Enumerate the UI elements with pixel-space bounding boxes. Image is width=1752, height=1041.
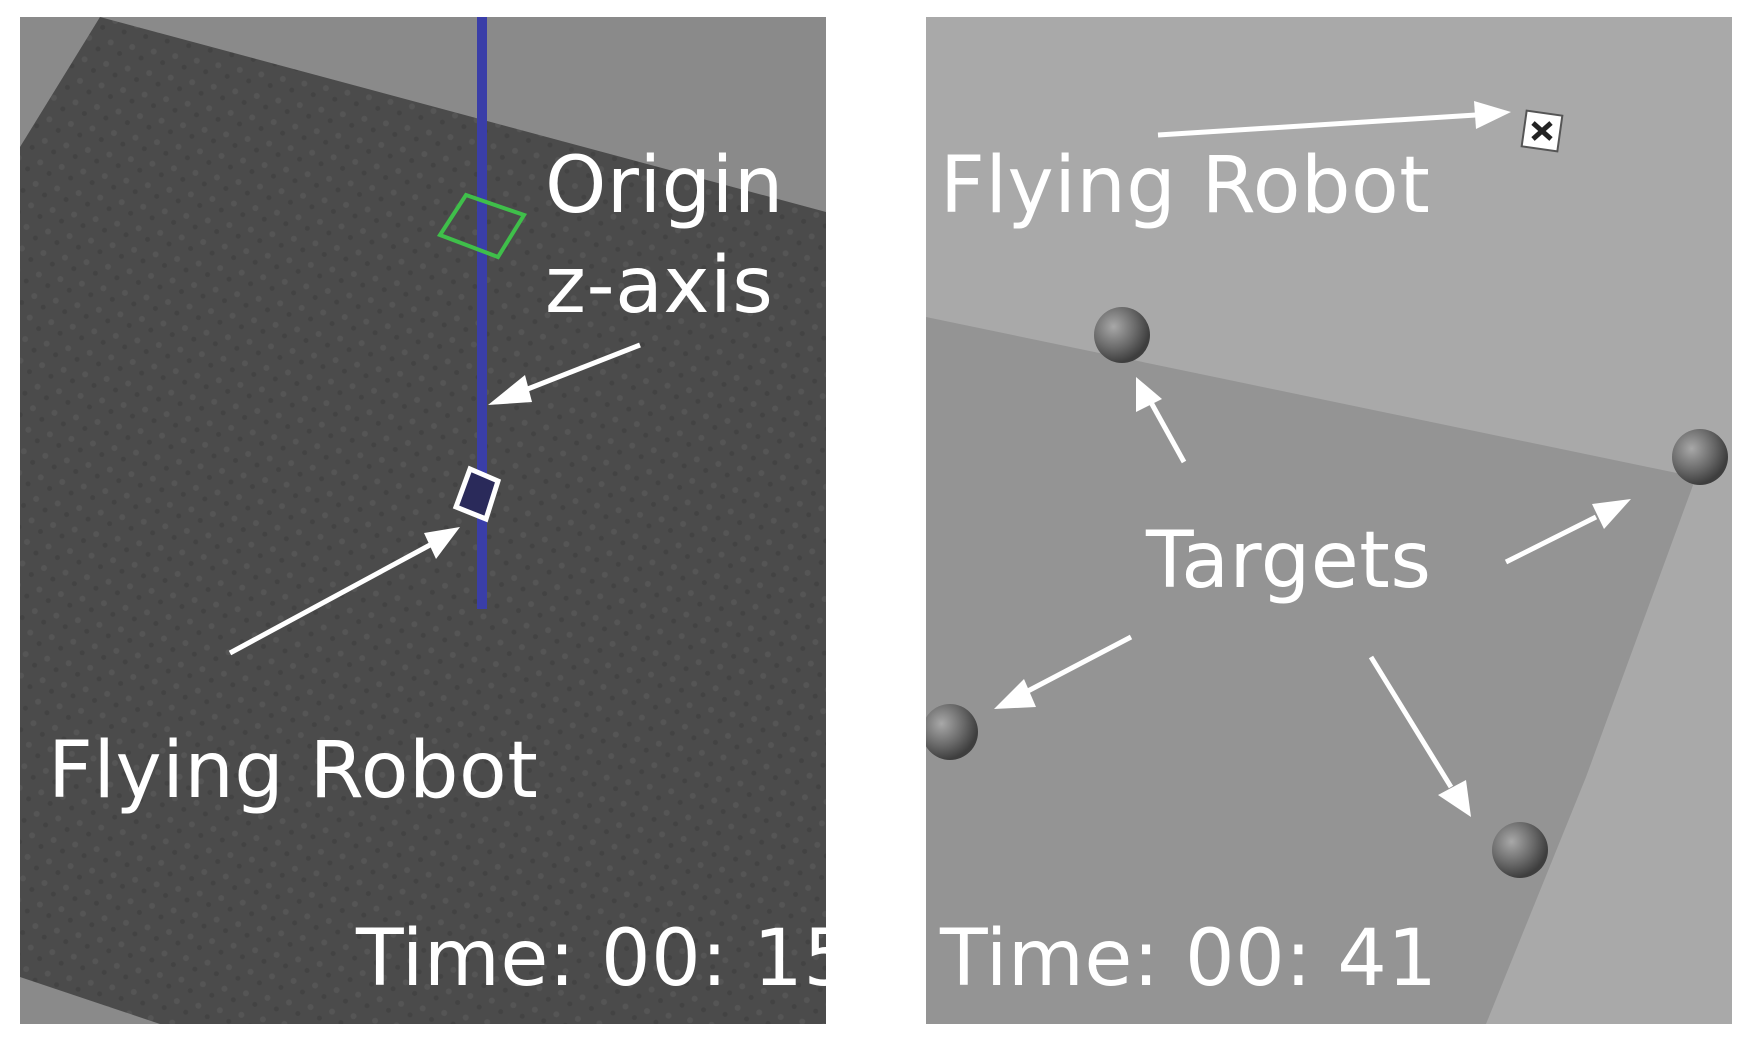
time-label: Time: 00: 15 <box>356 914 826 1004</box>
target-sphere <box>1094 307 1150 363</box>
arrow-to-target <box>1136 377 1187 464</box>
z-axis-label: z-axis <box>545 241 774 331</box>
target-sphere <box>926 704 978 760</box>
arrow-to-flying-robot <box>228 527 460 656</box>
arrow-to-target <box>994 634 1133 709</box>
targets-label: Targets <box>1146 516 1432 606</box>
flying-robot-marker <box>1520 109 1564 153</box>
origin-label: Origin <box>545 141 784 231</box>
ground-plane <box>20 17 826 1024</box>
arrow-to-z-axis <box>488 342 641 405</box>
target-sphere <box>1672 429 1728 485</box>
right-scene <box>926 101 1728 1024</box>
right-simulation-view: Flying Robot Targets Time: 00: 41 <box>926 17 1732 1024</box>
left-scene <box>20 17 826 1024</box>
arrow-to-target <box>1504 499 1631 565</box>
left-simulation-view: Origin z-axis Flying Robot Time: 00: 15 <box>20 17 826 1024</box>
ground-plane-top-edge <box>100 17 826 212</box>
ground-plane-bottom-edge <box>20 977 160 1024</box>
origin-marker <box>436 192 528 260</box>
target-sphere <box>1492 822 1548 878</box>
flying-robot-label: Flying Robot <box>48 726 539 816</box>
flying-robot-marker <box>452 465 502 523</box>
arrow-to-target <box>1368 655 1471 817</box>
arrow-to-flying-robot <box>1157 101 1511 138</box>
flying-robot-label: Flying Robot <box>940 141 1431 231</box>
time-label: Time: 00: 41 <box>940 914 1438 1004</box>
